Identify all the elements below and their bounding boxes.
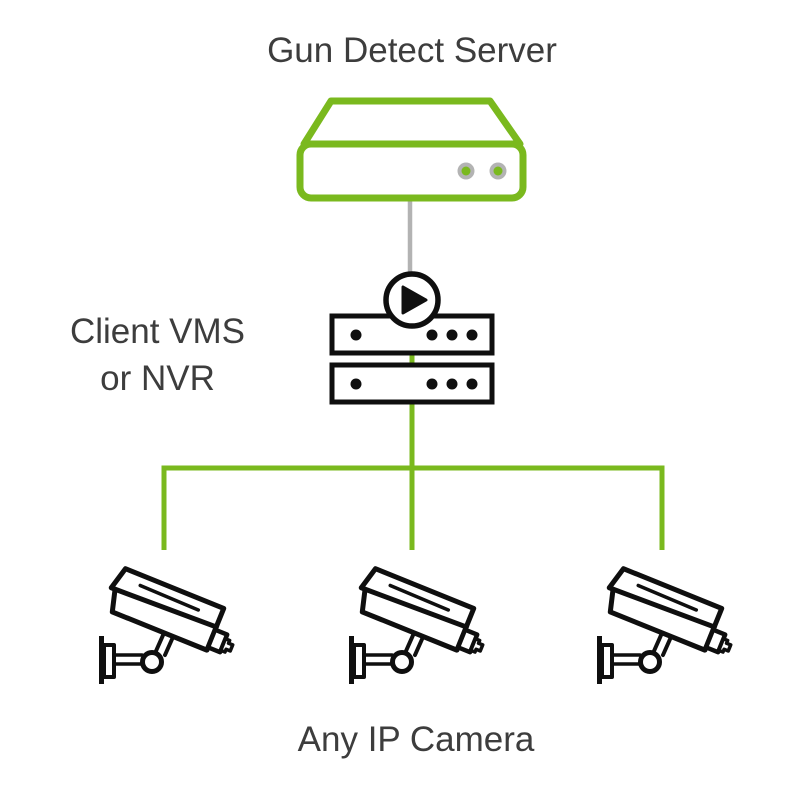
server-top-face [300, 97, 524, 148]
play-icon [383, 271, 441, 329]
branch-side-lines [161, 465, 665, 550]
vms-node-label: Client VMS or NVR [35, 308, 280, 402]
server-led [493, 166, 503, 176]
server-led [461, 166, 471, 176]
camera-icon-middle [349, 566, 494, 684]
server-front-face [296, 140, 527, 202]
server-icon [296, 97, 527, 202]
cameras-node-label: Any IP Camera [297, 720, 535, 759]
vms-label-line-1: Client VMS [69, 312, 246, 351]
server-node-label: Gun Detect Server [267, 31, 557, 70]
camera-icon-left [99, 566, 244, 684]
camera-icon-right [597, 566, 742, 684]
vms-label-line-2: or NVR [100, 359, 215, 398]
play-triangle [401, 285, 428, 315]
nvr-rack-dots [350, 329, 478, 390]
server-leds [457, 162, 507, 180]
